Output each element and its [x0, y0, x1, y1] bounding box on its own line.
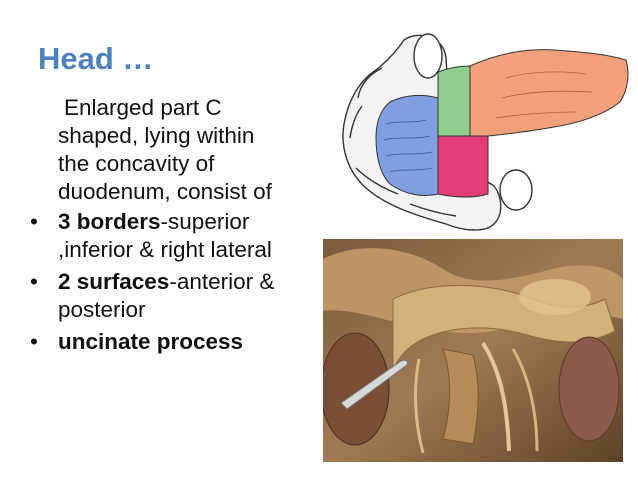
- intro-paragraph: Enlarged part C shaped, lying within the…: [26, 94, 326, 206]
- intro-line: duodenum, consist of: [58, 179, 272, 204]
- organ-right: [558, 336, 620, 442]
- duodenum-lumen-bottom: [499, 169, 533, 211]
- dissection-photo: [323, 239, 623, 462]
- bullet-bold-term: 2 surfaces: [58, 269, 170, 294]
- slide-body: Enlarged part C shaped, lying within the…: [26, 94, 326, 360]
- pancreas-uncinate-region: [437, 135, 489, 198]
- vessel-strand: [414, 358, 425, 454]
- bullet-glyph: •: [30, 209, 38, 234]
- intro-line: shaped, lying within: [58, 123, 255, 148]
- duodenum-lumen-top: [413, 33, 443, 79]
- organ-left: [323, 332, 390, 446]
- vessel-strand: [481, 341, 511, 452]
- specimen-highlight: [519, 279, 591, 315]
- intro-line: the concavity of: [58, 151, 215, 176]
- body-texture-lines: [495, 71, 593, 119]
- bullet-glyph: •: [30, 329, 38, 354]
- vessel-strand: [511, 348, 539, 452]
- bullet-text: -superior: [160, 209, 250, 234]
- bullet-text: ,inferior & right lateral: [58, 237, 272, 262]
- bullet-bold-term: 3 borders: [58, 209, 161, 234]
- bullet-text: -anterior &: [169, 269, 275, 294]
- bullet-text: posterior: [58, 297, 146, 322]
- vessel-bundle: [442, 348, 479, 445]
- bullet-list: • 3 borders-superior ,inferior & right l…: [26, 208, 326, 356]
- head-texture-lines: [383, 119, 433, 173]
- bullet-item-uncinate: • uncinate process: [26, 328, 326, 356]
- bullet-glyph: •: [30, 269, 38, 294]
- bullet-item-borders: • 3 borders-superior ,inferior & right l…: [26, 208, 326, 264]
- probe-instrument: [340, 359, 408, 410]
- pancreas-neck-region: [437, 65, 471, 137]
- bullet-bold-term: uncinate process: [58, 329, 244, 354]
- bullet-item-surfaces: • 2 surfaces-anterior & posterior: [26, 268, 326, 324]
- intro-line: Enlarged part C: [64, 95, 222, 120]
- pancreas-duodenum-diagram: [342, 33, 629, 231]
- slide-title: Head …: [38, 41, 154, 76]
- pancreas-body-region: [469, 49, 629, 137]
